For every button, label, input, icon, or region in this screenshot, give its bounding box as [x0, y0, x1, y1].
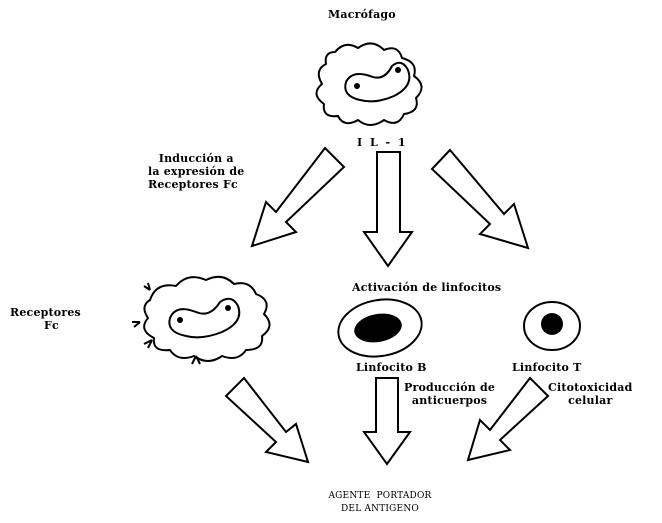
receptores-line-1: Receptores [10, 306, 81, 319]
citotoxicidad-line-1: Citotoxicidad [548, 381, 633, 394]
lymphocyte-t-cell [524, 302, 580, 350]
linfocito-b-label: Linfocito B [356, 361, 427, 374]
induction-line-2: la expresión de [148, 165, 244, 178]
arrow-down-right-bottom-left [226, 378, 308, 462]
produccion-line-1: Producción de [404, 381, 495, 394]
induction-line-3: Receptores Fc [148, 178, 244, 191]
citotoxicidad-line-2: celular [548, 394, 633, 407]
produccion-line-2: anticuerpos [404, 394, 495, 407]
nucleus [541, 313, 563, 335]
macrophage-label: Macrófago [328, 8, 396, 21]
lymphocyte-b-cell [334, 293, 426, 363]
nucleus-dot [177, 317, 183, 323]
produccion-label: Producción de anticuerpos [404, 381, 495, 407]
arrow-down-left-top [252, 148, 344, 246]
nucleus-dot [395, 67, 401, 73]
il1-label: I L - 1 [357, 136, 408, 149]
arrow-down-center-top [364, 152, 412, 266]
fc-receptor [144, 283, 150, 290]
induction-line-1: Inducción a [148, 152, 244, 165]
activacion-label: Activación de linfocitos [352, 281, 501, 294]
induction-label: Inducción a la expresión de Receptores F… [148, 152, 244, 191]
macrophage-top-cell [316, 43, 421, 125]
receptores-label: Receptores Fc [10, 306, 81, 332]
nucleus-dot [354, 83, 360, 89]
arrow-down-right-top [432, 150, 528, 248]
agente-label: AGENTE PORTADOR DEL ANTIGENO [310, 490, 450, 516]
agente-line-1: AGENTE PORTADOR [310, 490, 450, 503]
macrophage-receptors-cell [132, 277, 270, 364]
nucleus-dot [225, 305, 231, 311]
citotoxicidad-label: Citotoxicidad celular [548, 381, 633, 407]
fc-receptor [144, 340, 152, 348]
receptores-line-2: Fc [10, 319, 81, 332]
fc-receptor [132, 322, 140, 327]
agente-line-2: DEL ANTIGENO [310, 503, 450, 516]
nucleus [352, 310, 404, 346]
linfocito-t-label: Linfocito T [512, 361, 582, 374]
